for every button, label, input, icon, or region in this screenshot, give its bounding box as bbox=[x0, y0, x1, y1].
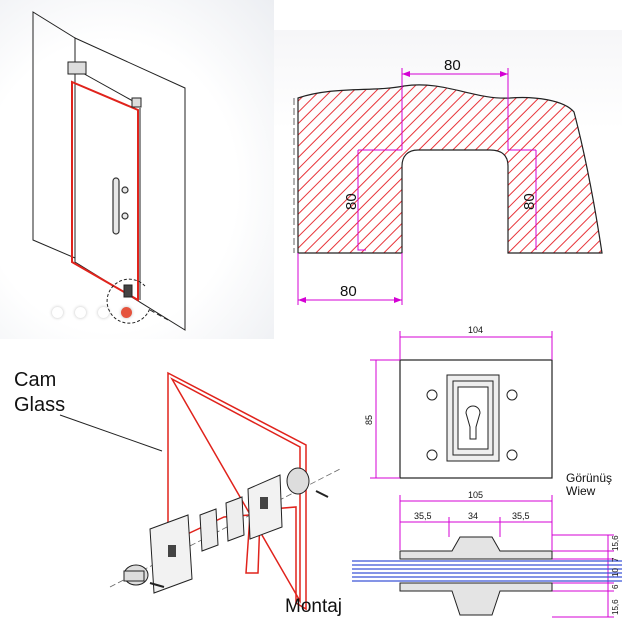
carousel-dots bbox=[52, 307, 132, 318]
screw-right bbox=[315, 490, 329, 498]
dim-label-r4: 6 bbox=[611, 584, 620, 589]
cylinder-housing bbox=[446, 374, 500, 462]
dim-line-left bbox=[357, 150, 366, 251]
carousel-dot-3[interactable] bbox=[98, 307, 109, 318]
dim-label-bottom: 80 bbox=[340, 283, 357, 300]
glass-layers bbox=[352, 560, 622, 582]
end-cap bbox=[286, 467, 310, 495]
dim-label-r5: 15,6 bbox=[611, 599, 620, 615]
dim-label-r1: 15,6 bbox=[611, 535, 620, 551]
door-glass-outline bbox=[71, 80, 139, 302]
exploded-assembly-panel: Cam Glass Montaj bbox=[0, 339, 352, 622]
screw-hole-tr bbox=[506, 389, 518, 401]
label-view-en: Wiew bbox=[566, 484, 596, 498]
dim-label-top: 80 bbox=[444, 57, 461, 74]
fixed-glass-panel bbox=[32, 11, 76, 259]
label-glass: Glass bbox=[14, 394, 66, 416]
dim-label-r2: 7 bbox=[611, 557, 620, 562]
carousel-dot-4-active[interactable] bbox=[121, 307, 132, 318]
assembly-axis bbox=[109, 468, 341, 588]
mid-hinge bbox=[131, 97, 142, 108]
glass-leader-line bbox=[59, 414, 163, 452]
bracket-1 bbox=[199, 508, 219, 552]
dim-label-35-left: 35,5 bbox=[414, 511, 432, 521]
dim-label-34: 34 bbox=[468, 511, 478, 521]
label-cam: Cam bbox=[14, 369, 57, 391]
dim-label-105: 105 bbox=[468, 490, 483, 500]
plate-dimension-panel: 104 85 bbox=[352, 315, 622, 622]
door-isometric-drawing bbox=[32, 11, 186, 331]
label-montaj: Montaj bbox=[285, 596, 343, 617]
carousel-dot-2[interactable] bbox=[75, 307, 86, 318]
carousel-dot-1[interactable] bbox=[52, 307, 63, 318]
screw-hole-tl bbox=[426, 389, 438, 401]
door-handle bbox=[112, 177, 129, 235]
dim-label-85: 85 bbox=[364, 415, 374, 425]
door-isometric-panel bbox=[0, 0, 274, 339]
section-view-panel: 80 80 80 80 bbox=[274, 0, 622, 315]
door-frame-outline bbox=[74, 37, 186, 331]
bracket-2 bbox=[225, 496, 245, 542]
label-view-tr: Görünüş bbox=[566, 471, 613, 485]
dim-label-right-vertical: 80 bbox=[521, 193, 538, 210]
label-view: Görünüş Wiew bbox=[566, 472, 612, 498]
dim-label-r3: 10 bbox=[611, 568, 620, 577]
cylinder-lock bbox=[123, 564, 149, 586]
hatched-section-body bbox=[297, 84, 603, 254]
screw-hole-br bbox=[506, 449, 518, 461]
dim-label-104: 104 bbox=[468, 325, 483, 335]
dim-label-left-vertical: 80 bbox=[343, 193, 360, 210]
plate-dimension-drawing: 104 85 bbox=[352, 325, 622, 618]
screw-hole-bl bbox=[426, 449, 438, 461]
screw-left bbox=[149, 582, 165, 588]
section-view-drawing: 80 80 80 80 bbox=[293, 57, 603, 305]
plate-side-view bbox=[399, 536, 553, 616]
top-hinge bbox=[67, 61, 87, 75]
lock-detail bbox=[106, 278, 169, 324]
exploded-assembly-drawing bbox=[59, 371, 341, 611]
dim-label-35-right: 35,5 bbox=[512, 511, 530, 521]
